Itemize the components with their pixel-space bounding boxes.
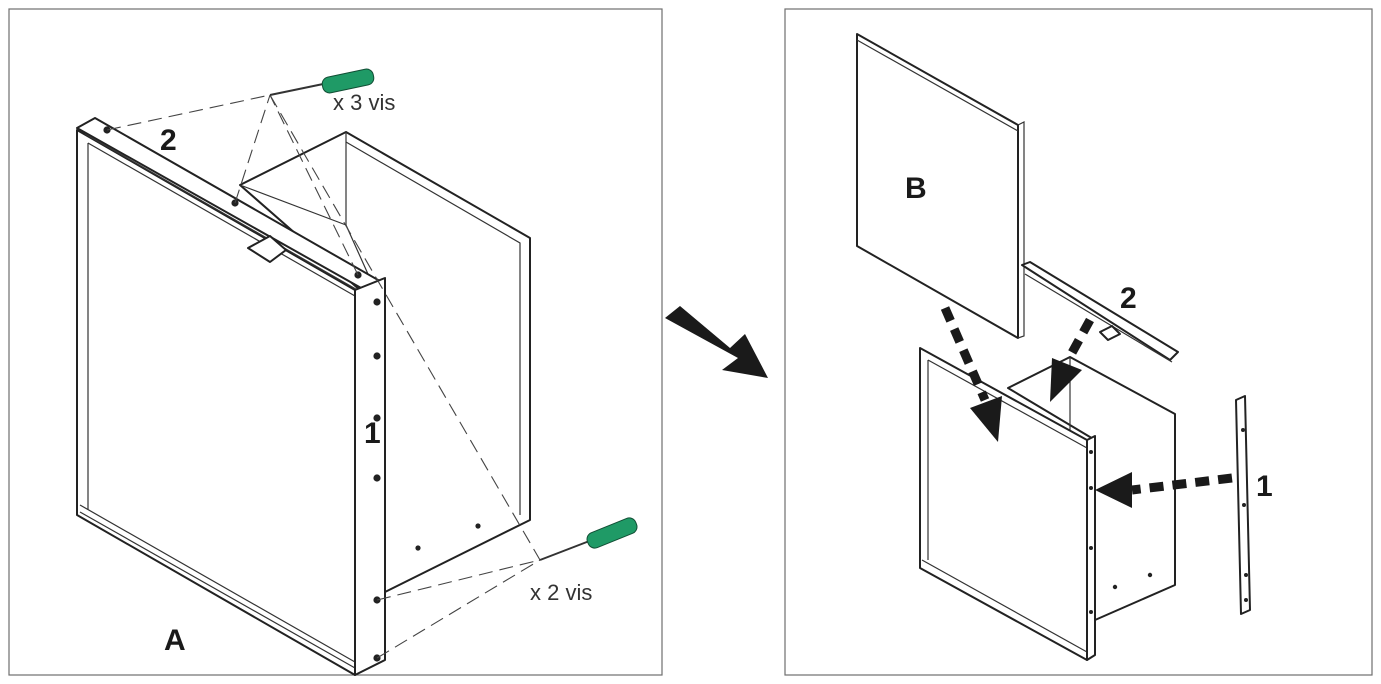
front-panel-2 (919, 347, 1096, 661)
screws-top-label: x 3 vis (333, 90, 395, 115)
step-2-frame (784, 8, 1373, 676)
side-stile-1-part (1235, 395, 1251, 615)
side-label: 1 (364, 417, 381, 450)
rail-2-part (1021, 261, 1179, 363)
panel-b-label: B (905, 172, 927, 205)
step-1-frame (8, 8, 663, 676)
rail-2-label: 2 (1120, 282, 1137, 315)
back-panel-b (856, 33, 1025, 339)
insert-arrows (940, 306, 1233, 508)
next-step-arrow-icon (665, 306, 768, 378)
panel-a-label: A (164, 624, 186, 657)
side-stile-1 (354, 277, 386, 676)
front-panel-a (76, 129, 356, 676)
rail-label: 2 (160, 124, 177, 157)
side-1-label: 1 (1256, 470, 1273, 503)
screws-bottom-label: x 2 vis (530, 580, 592, 605)
screwdriver-bottom-icon (539, 517, 638, 561)
step-2-panel: B 2 1 (784, 8, 1373, 676)
screwdriver-top-icon (269, 68, 375, 96)
step-1-panel: x 3 vis x 2 vis 2 1 A (8, 8, 663, 676)
screw-guides (106, 94, 541, 659)
